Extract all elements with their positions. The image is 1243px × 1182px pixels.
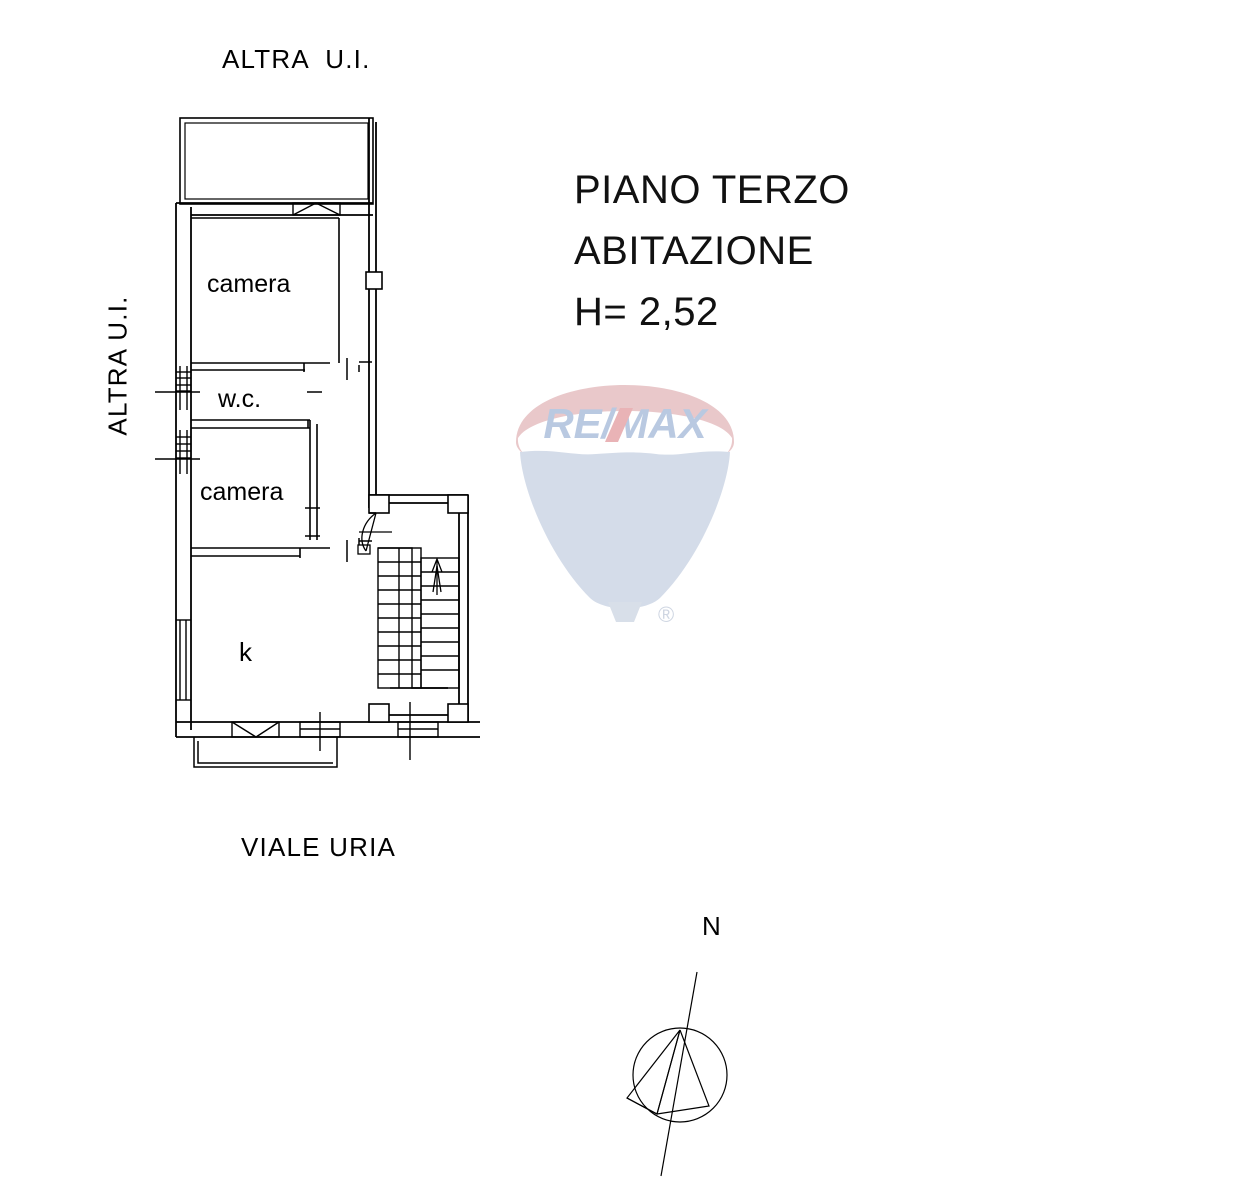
bottom-wall-window-kitchen xyxy=(231,721,280,738)
left-wall-window-kitchen xyxy=(176,619,191,701)
compass-rose xyxy=(626,971,728,1177)
room-label-kitchen: k xyxy=(239,637,252,667)
door-marks xyxy=(305,358,372,562)
label-altra-ui-top: ALTRA U.I. xyxy=(222,44,371,74)
balcony-window-symbol xyxy=(292,202,341,216)
label-north: N xyxy=(702,911,721,941)
room-label-camera-1: camera xyxy=(207,270,291,298)
label-altra-ui-left: ALTRA U.I. xyxy=(102,295,133,436)
top-balcony xyxy=(179,117,374,205)
title-height: H= 2,52 xyxy=(574,289,719,334)
left-wall-window-camera2 xyxy=(155,430,200,474)
bottom-balcony xyxy=(193,737,338,768)
bottom-wall-opening-stairwell xyxy=(397,702,439,760)
room-label-camera-2: camera xyxy=(200,478,284,506)
east-wall-pillar xyxy=(365,271,383,290)
title-use: ABITAZIONE xyxy=(574,228,814,273)
label-viale-uria: VIALE URIA xyxy=(241,832,397,862)
room-label-wc: w.c. xyxy=(218,385,262,413)
left-wall-window-wc xyxy=(155,366,200,410)
stairwell-door-swing xyxy=(357,512,392,555)
bottom-wall-opening-entrance xyxy=(299,712,341,751)
title-floor: PIANO TERZO xyxy=(574,168,850,212)
internal-partitions xyxy=(191,217,340,558)
staircase xyxy=(377,547,460,689)
stairwell-columns xyxy=(368,494,469,723)
stairs-up-arrow xyxy=(431,557,443,595)
title-block: PIANO TERZO ABITAZIONE H= 2,52 xyxy=(574,160,850,342)
